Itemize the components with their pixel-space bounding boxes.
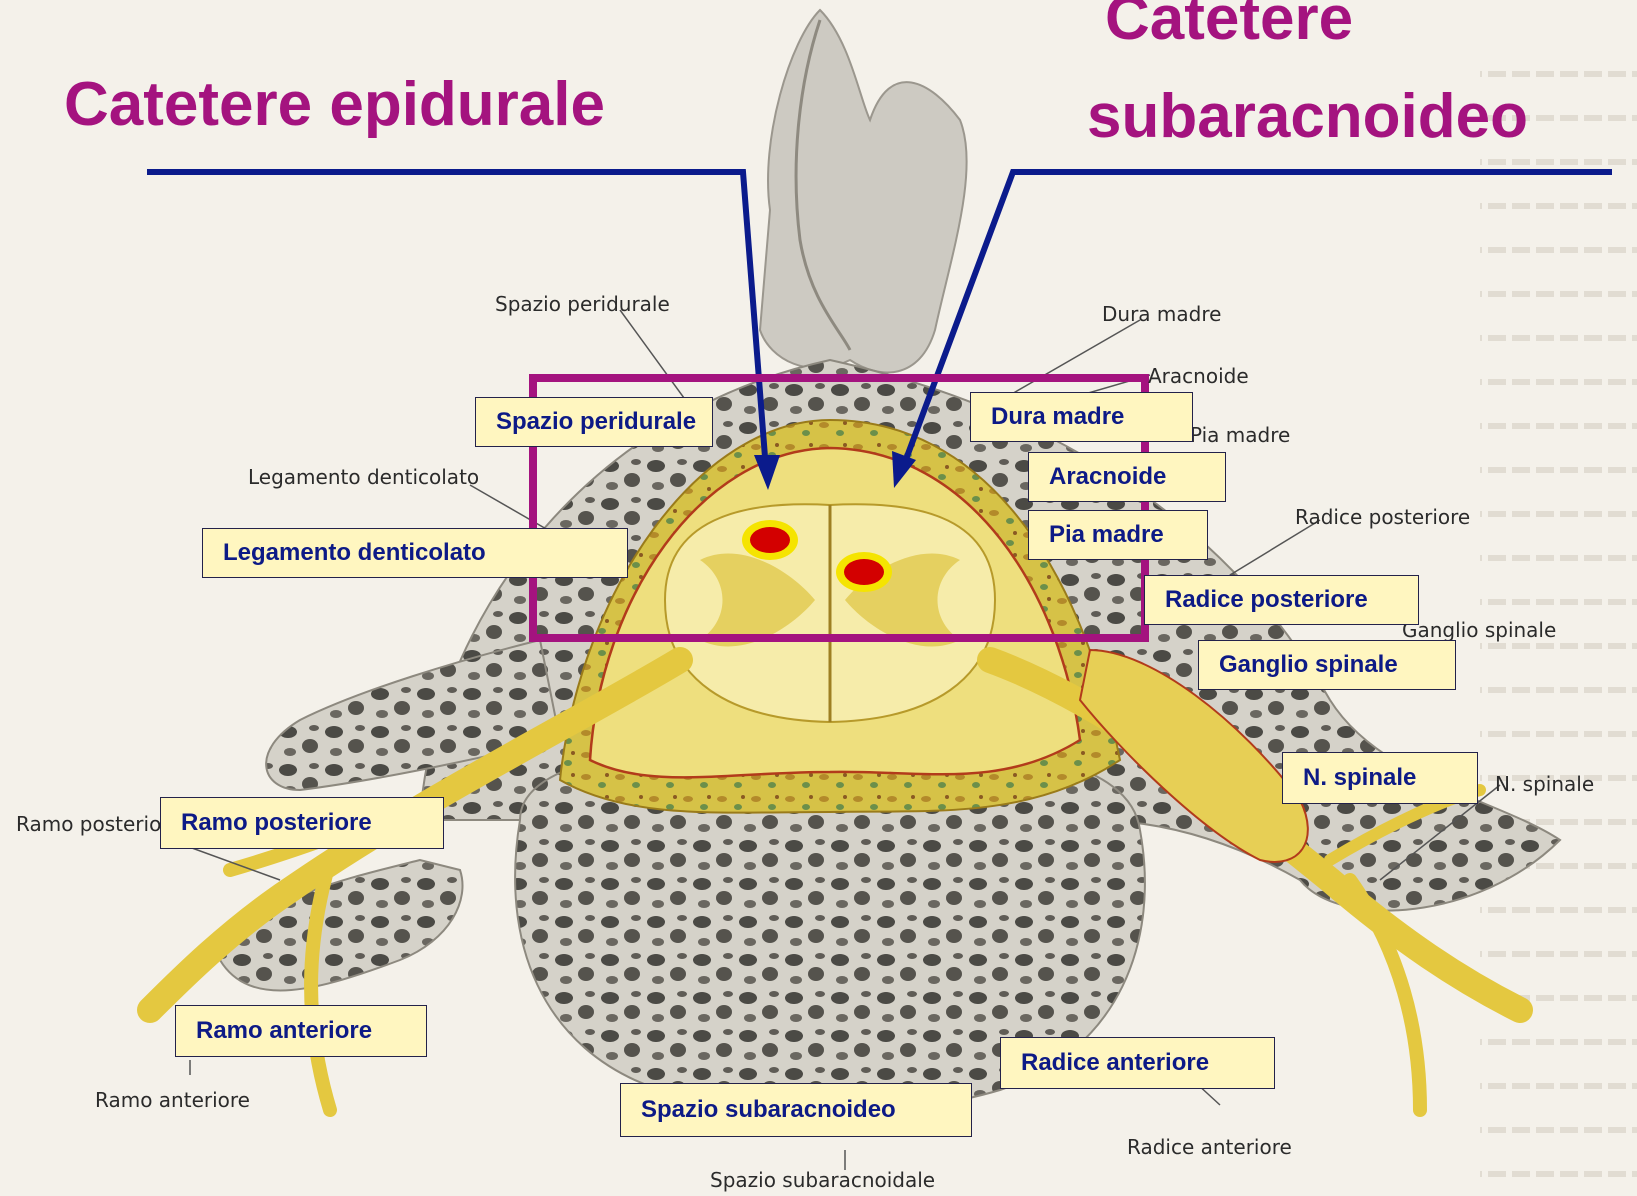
label-radice-anteriore: Radice anteriore	[1000, 1037, 1275, 1089]
orig-label-ramo-anteriore: Ramo anteriore	[95, 1088, 250, 1112]
subarachnoid-catheter-title-line1: Catetere	[1105, 0, 1353, 50]
orig-label-ganglio-spinale: Ganglio spinale	[1402, 618, 1556, 642]
orig-label-spazio-subaracnoidale: Spazio subaracnoidale	[710, 1168, 935, 1192]
label-ramo-posteriore: Ramo posteriore	[160, 797, 444, 849]
label-dura-madre: Dura madre	[970, 392, 1193, 442]
label-radice-posteriore: Radice posteriore	[1144, 575, 1419, 625]
orig-label-ramo-posteriore: Ramo posteriore	[16, 812, 161, 836]
epidural-catheter-title: Catetere epidurale	[64, 74, 605, 136]
label-spazio-peridurale: Spazio peridurale	[475, 397, 713, 447]
label-aracnoide: Aracnoide	[1028, 452, 1226, 502]
orig-label-radice-posteriore: Radice posteriore	[1295, 505, 1470, 529]
label-legamento-denticolato: Legamento denticolato	[202, 528, 628, 578]
subarachnoid-catheter-marker	[836, 552, 892, 592]
label-spazio-subaracnoideo: Spazio subaracnoideo	[620, 1083, 972, 1137]
orig-label-pia-madre: Pia madre	[1190, 423, 1290, 447]
subarachnoid-catheter-title-line2: subaracnoideo	[1087, 86, 1528, 148]
orig-label-radice-anteriore: Radice anteriore	[1127, 1135, 1292, 1159]
orig-label-dura-madre: Dura madre	[1102, 302, 1221, 326]
label-pia-madre: Pia madre	[1028, 510, 1208, 560]
label-ramo-anteriore: Ramo anteriore	[175, 1005, 427, 1057]
orig-label-n-spinale: N. spinale	[1495, 772, 1594, 796]
orig-label-legamento-denticolato: Legamento denticolato	[248, 465, 479, 489]
label-n-spinale: N. spinale	[1282, 752, 1478, 804]
orig-label-aracnoide: Aracnoide	[1148, 364, 1249, 388]
orig-label-spazio-peridurale: Spazio peridurale	[495, 292, 670, 316]
epidural-catheter-marker	[742, 520, 798, 560]
label-ganglio-spinale: Ganglio spinale	[1198, 640, 1456, 690]
